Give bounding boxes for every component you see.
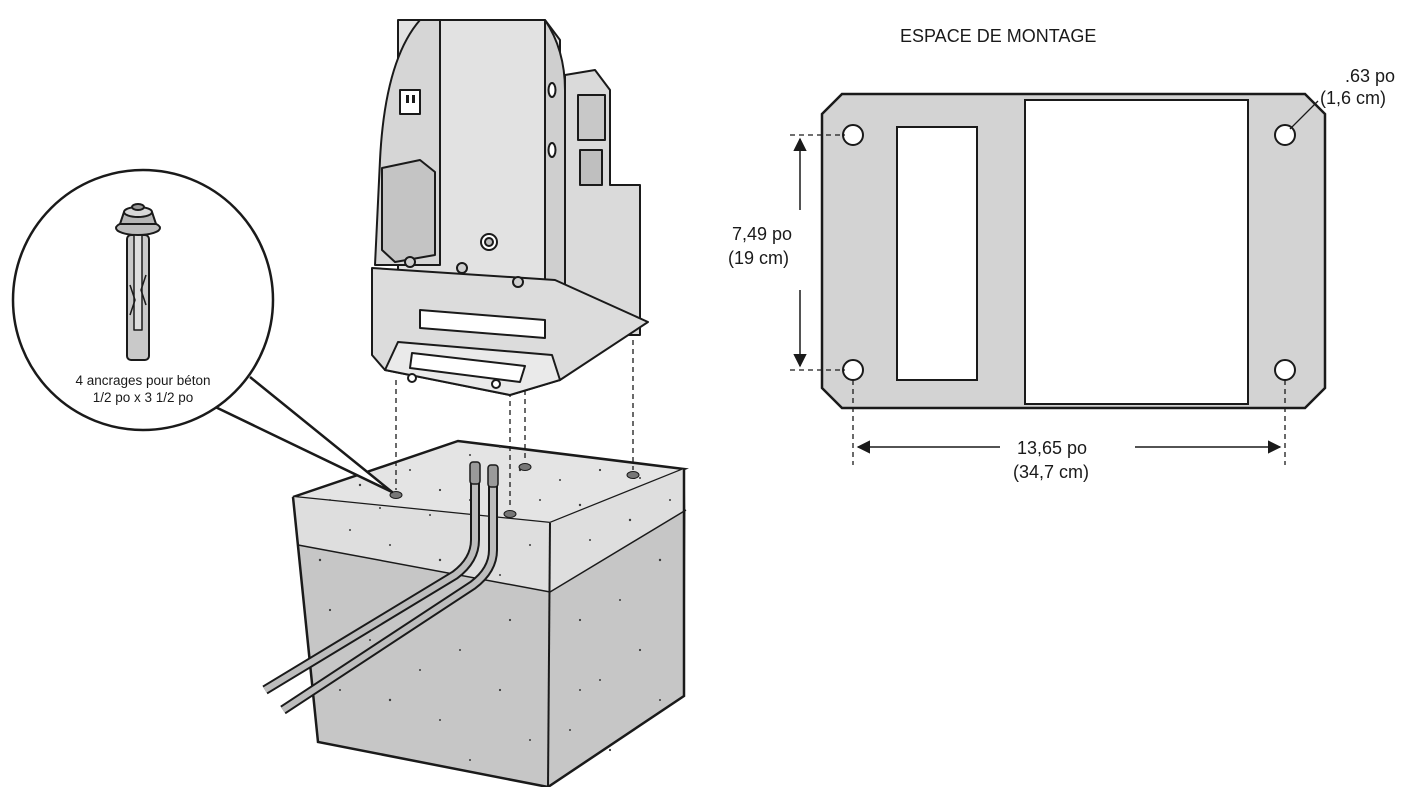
- concrete-front-lower: [298, 545, 550, 787]
- mounting-title: ESPACE DE MONTAGE: [900, 26, 1096, 46]
- anchor-text-line1: 4 ancrages pour béton: [75, 373, 210, 388]
- anchor-holes: [389, 463, 640, 518]
- anchor-text-line2: 1/2 po x 3 1/2 po: [93, 390, 194, 405]
- conduits: [262, 461, 499, 715]
- horizontal-dimension-imperial: 13,65 po: [1017, 438, 1087, 458]
- horizontal-dimension-metric: (34,7 cm): [1013, 462, 1089, 482]
- mounting-cutout-large: [1024, 99, 1249, 405]
- anchor-bolt: [115, 203, 161, 361]
- extension-lines: [790, 134, 1286, 465]
- mounting-hole-bottom-right: [1274, 359, 1296, 381]
- control-housing: [371, 19, 649, 396]
- mounting-hole-top-left: [842, 124, 864, 146]
- mounting-hole-bottom-left: [842, 359, 864, 381]
- mounting-footprint: ESPACE DE MONTAGE 7,49 po (19 cm) 13,65 …: [728, 26, 1395, 482]
- hole-size-imperial: .63 po: [1345, 66, 1395, 86]
- hole-size-leader: [1289, 100, 1319, 130]
- anchor-callout: 4 ancrages pour béton 1/2 po x 3 1/2 po: [11, 168, 394, 494]
- concrete-pad: [262, 439, 689, 787]
- callout-pointer: [204, 376, 394, 494]
- vertical-dimension-metric: (19 cm): [728, 248, 789, 268]
- mounting-cutout-small: [896, 126, 978, 381]
- concrete-side-upper: [550, 469, 686, 592]
- vertical-dimension-imperial: 7,49 po: [732, 224, 792, 244]
- concrete-texture: [318, 446, 671, 761]
- concrete-side-lower: [548, 510, 686, 787]
- hole-size-metric: (1,6 cm): [1320, 88, 1386, 108]
- mounting-hole-top-right: [1274, 124, 1296, 146]
